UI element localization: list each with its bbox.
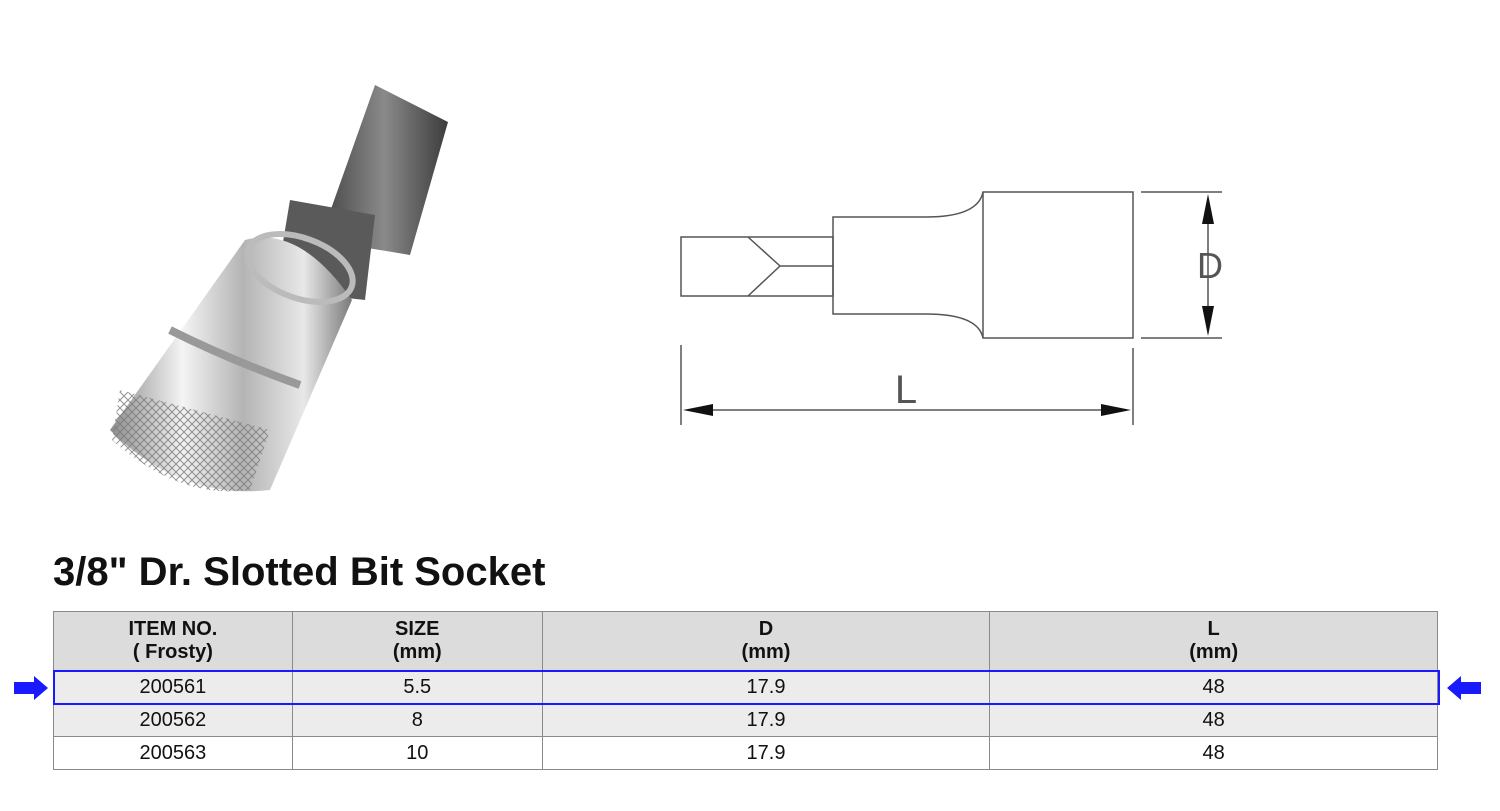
table-row: 200561 5.5 17.9 48 — [53, 670, 1438, 704]
product-artwork: D L — [110, 85, 1223, 492]
cell-size: 5.5 — [291, 670, 543, 704]
header-size: SIZE(mm) — [291, 611, 543, 671]
cell-l: 48 — [989, 670, 1438, 704]
l-dimension-label: L — [895, 368, 917, 412]
dimension-drawing: D L — [680, 191, 1223, 425]
cell-item-no: 200561 — [53, 670, 293, 704]
cell-l: 48 — [989, 703, 1438, 737]
right-arrow-icon — [14, 676, 48, 700]
cell-d: 17.9 — [541, 736, 991, 770]
cell-d: 17.9 — [541, 670, 991, 704]
table-header-row: ITEM NO.( Frosty) SIZE(mm) D(mm) L(mm) — [53, 611, 1438, 671]
spec-table: ITEM NO.( Frosty) SIZE(mm) D(mm) L(mm) 2… — [53, 611, 1438, 770]
socket-photo — [110, 85, 448, 492]
left-arrow-icon — [1447, 676, 1481, 700]
table-row: 200562 8 17.9 48 — [53, 703, 1438, 737]
d-dimension-label: D — [1197, 245, 1223, 286]
product-title: 3/8" Dr. Slotted Bit Socket — [53, 550, 546, 594]
header-item-no: ITEM NO.( Frosty) — [53, 611, 293, 671]
cell-item-no: 200563 — [53, 736, 293, 770]
cell-item-no: 200562 — [53, 703, 293, 737]
cell-size: 8 — [291, 703, 543, 737]
header-d: D(mm) — [541, 611, 991, 671]
header-l: L(mm) — [989, 611, 1438, 671]
table-row: 200563 10 17.9 48 — [53, 736, 1438, 770]
cell-d: 17.9 — [541, 703, 991, 737]
cell-l: 48 — [989, 736, 1438, 770]
cell-size: 10 — [291, 736, 543, 770]
